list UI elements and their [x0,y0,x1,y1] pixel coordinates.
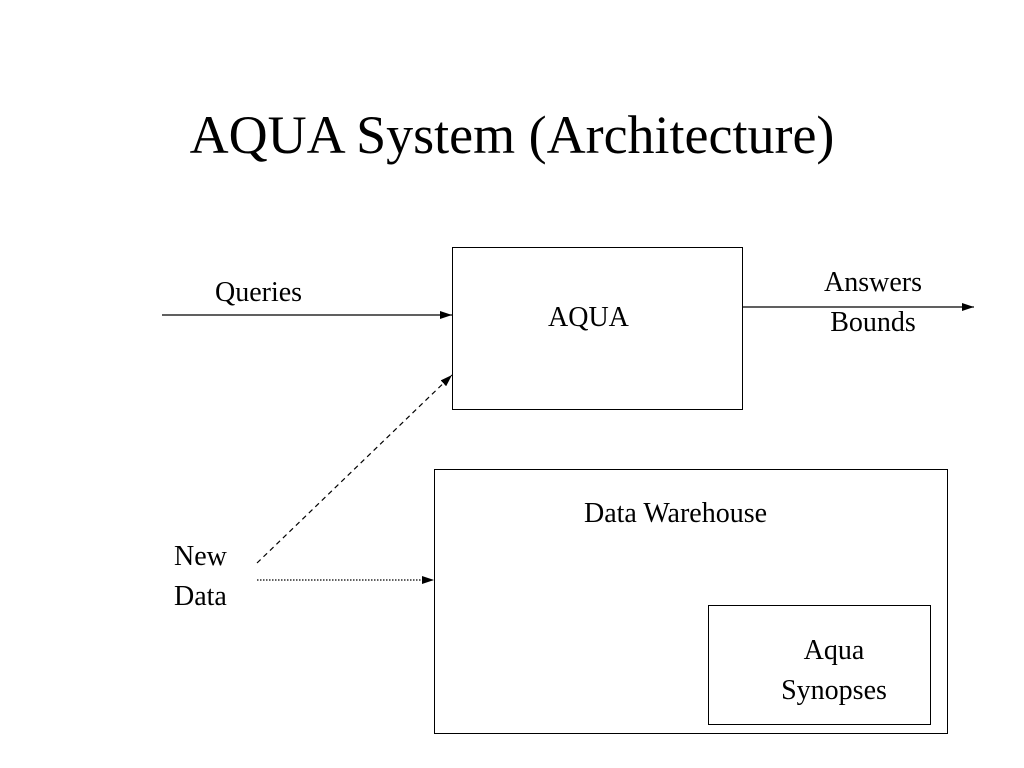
aqua-label: AQUA [548,302,629,333]
aqua-box [452,247,743,410]
slide-title: AQUA System (Architecture) [189,105,835,165]
answers-bounds-label: Answers Bounds [804,263,942,343]
answers-label: Answers [824,267,922,298]
aqua-synopses-label: Aqua Synopses [708,631,960,711]
data-warehouse-label: Data Warehouse [584,498,768,529]
aqua-synopses-line-1: Aqua [803,635,865,666]
new-data-to-aqua-arrow [256,374,453,564]
data-warehouse-box [434,469,948,734]
aqua-synopses-line-2: Synopses [781,675,887,706]
queries-label: Queries [215,277,303,308]
data-label: Data [174,581,227,612]
bounds-label: Bounds [830,307,916,338]
new-label: New [174,541,227,572]
new-data-label: New Data [174,537,227,617]
aqua-synopses-box [708,605,931,725]
